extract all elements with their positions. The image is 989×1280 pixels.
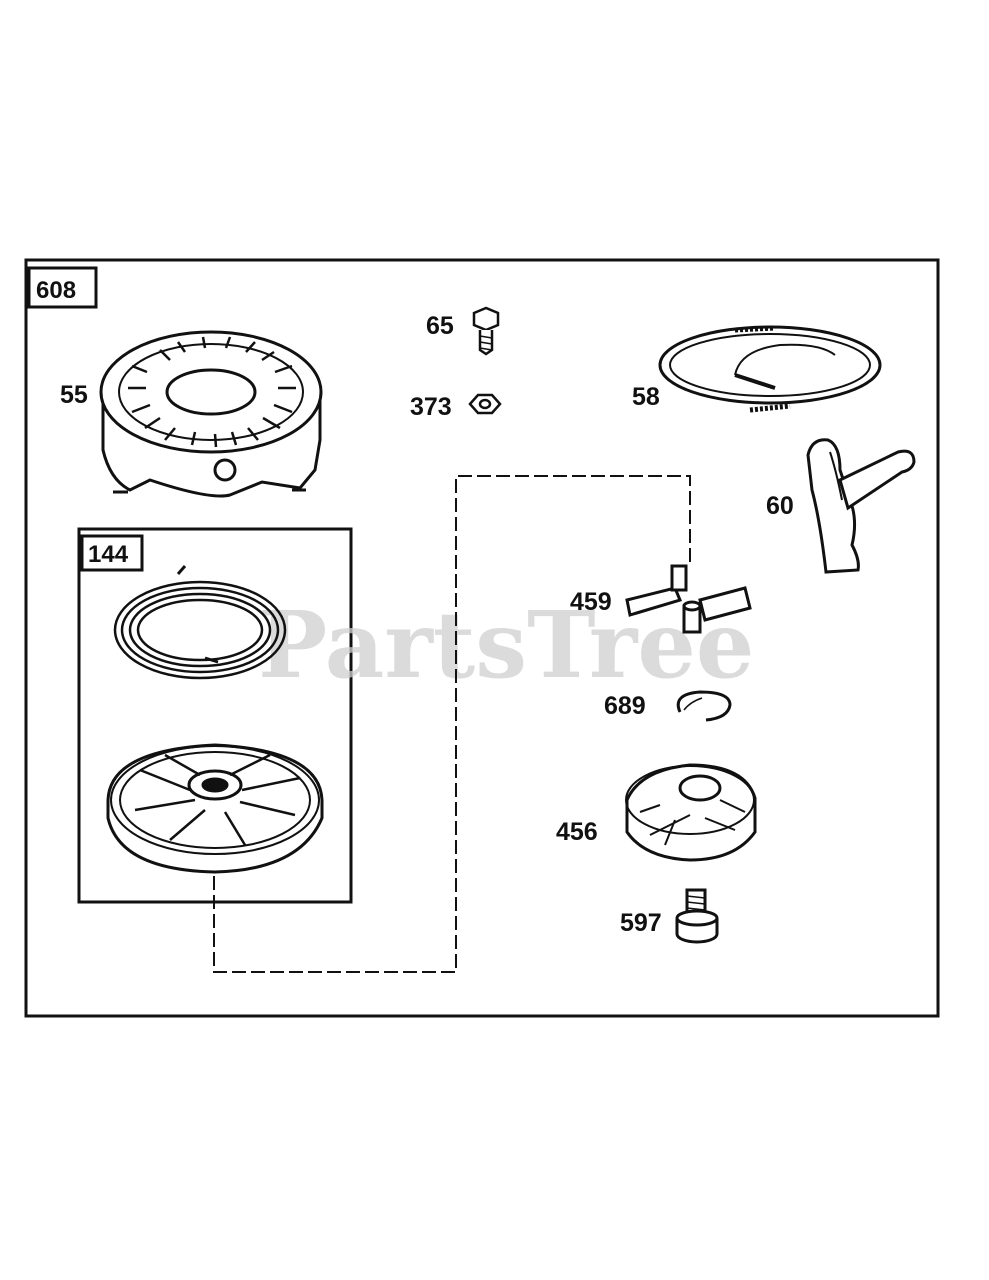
assembly-label: 608: [36, 277, 76, 304]
blower-housing-drawing: [99, 330, 323, 498]
recoil-spring-drawing: [113, 565, 287, 680]
assembly-connector-line: [213, 475, 691, 973]
part-label-60: 60: [766, 492, 794, 520]
screw-drawing: [472, 306, 500, 356]
part-label-58: 58: [632, 383, 660, 411]
subassembly-label-box: [80, 534, 144, 572]
nut-drawing: [468, 393, 502, 415]
part-label-373: 373: [410, 393, 452, 421]
starter-pulley-drawing: [106, 743, 324, 874]
part-label-456: 456: [556, 818, 598, 846]
part-label-55: 55: [60, 381, 88, 409]
part-label-597: 597: [620, 909, 662, 937]
pulley-hub-drawing: [625, 763, 757, 862]
assembly-label-box: [27, 266, 98, 309]
part-label-459: 459: [570, 588, 612, 616]
part-label-65: 65: [426, 312, 454, 340]
retainer-ring-drawing: [676, 690, 732, 722]
part-label-689: 689: [604, 692, 646, 720]
watermark: PartsTree: [258, 591, 754, 699]
starter-handle-drawing: [806, 438, 916, 574]
starter-rope-drawing: [658, 325, 882, 413]
subassembly-label: 144: [88, 541, 129, 568]
shoulder-screw-drawing: [675, 888, 719, 944]
pawl-dog-drawing: [625, 564, 752, 634]
assembly-frame: [24, 258, 940, 1018]
